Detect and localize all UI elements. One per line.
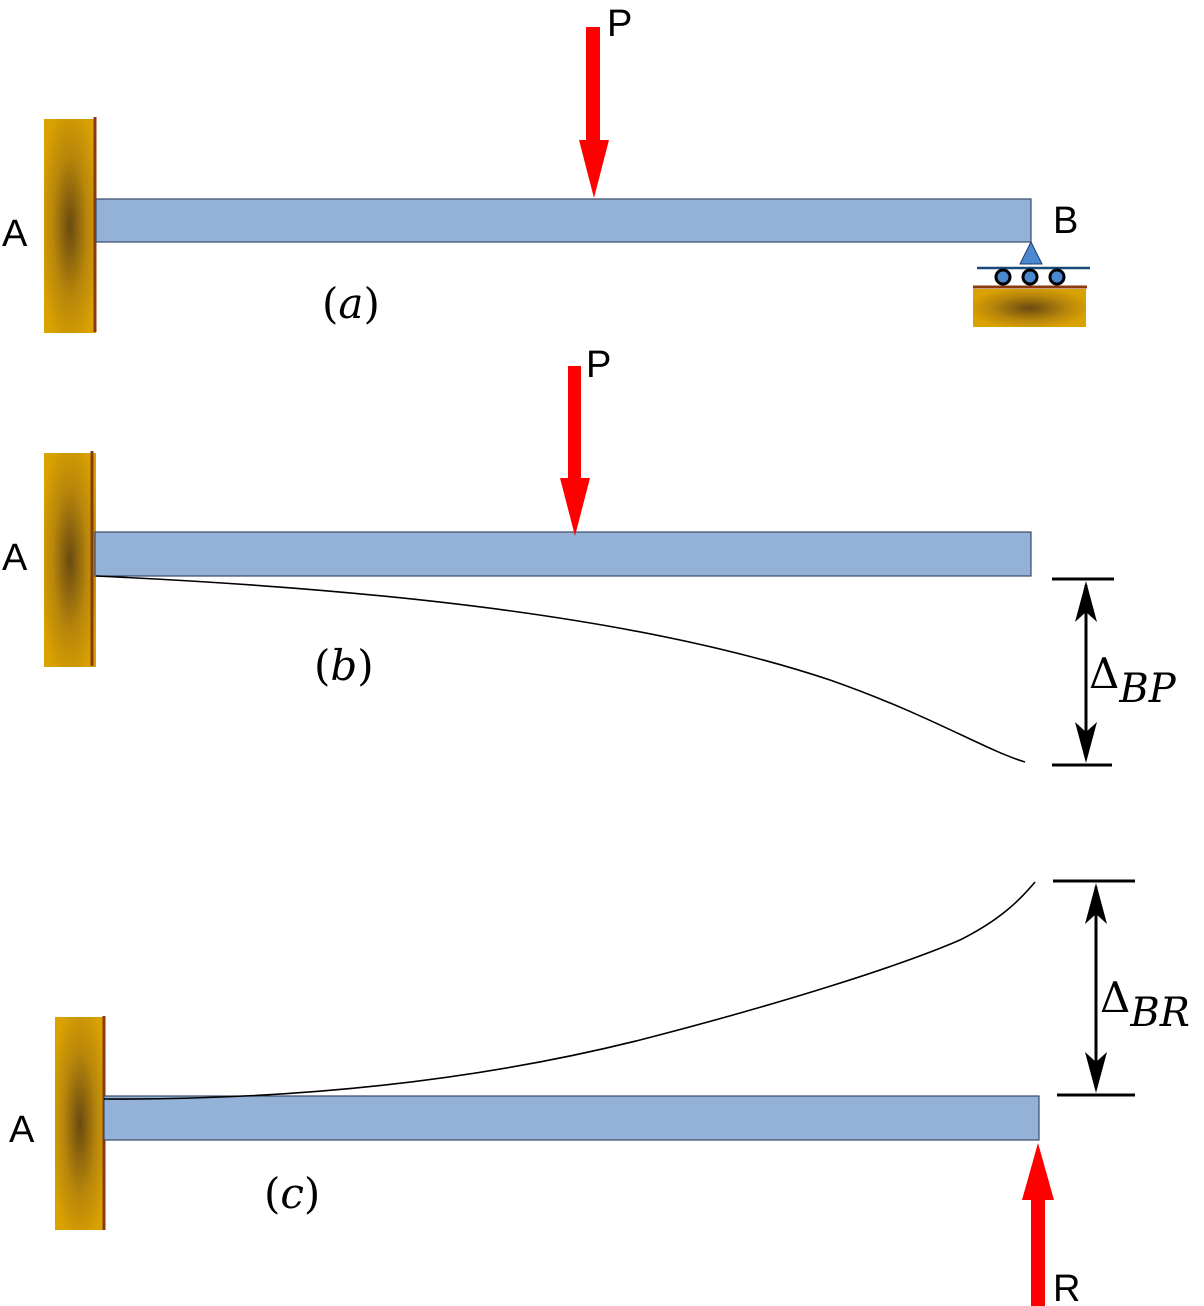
fixed-end-label-a-b: A xyxy=(2,537,28,579)
pin-triangle xyxy=(1019,240,1043,265)
fixed-end-label-a-c: A xyxy=(9,1109,35,1151)
deflected-shape-b xyxy=(95,575,1026,763)
deflected-shape-c xyxy=(103,881,1036,1100)
roller-support-b xyxy=(973,240,1090,327)
load-label-p-a: P xyxy=(607,3,632,45)
beam-b xyxy=(94,531,1032,577)
deflection-dimension-br xyxy=(1053,879,1135,1097)
beam-a xyxy=(95,198,1032,243)
deflection-dimension-bp xyxy=(1052,577,1114,767)
panel-b: P A (b) ΔBP xyxy=(2,344,1177,767)
reaction-arrow-r xyxy=(1022,1143,1054,1306)
fixed-end-label-a: A xyxy=(2,213,28,255)
reaction-label-r: R xyxy=(1053,1268,1080,1306)
fixed-support-b xyxy=(44,453,96,667)
load-arrow-p-a xyxy=(579,27,609,198)
fixed-support-c xyxy=(55,1017,105,1230)
fixed-support-a xyxy=(44,119,96,333)
roller-wheel xyxy=(1021,268,1039,286)
deflection-label-br: ΔBR xyxy=(1100,973,1190,1036)
deflection-label-bp: ΔBP xyxy=(1089,649,1177,712)
load-label-p-b: P xyxy=(586,344,611,386)
caption-b: (b) xyxy=(314,641,374,690)
roller-wheel xyxy=(994,268,1012,286)
load-arrow-p-b xyxy=(560,366,590,536)
roller-end-label-b: B xyxy=(1053,200,1078,242)
panel-a: P A B (a) xyxy=(2,3,1090,333)
roller-wheel xyxy=(1048,268,1066,286)
panel-c: A (c) R ΔBR xyxy=(9,879,1190,1306)
caption-c: (c) xyxy=(264,1169,320,1218)
beam-c xyxy=(103,1095,1040,1141)
roller-ground-block xyxy=(973,289,1086,327)
caption-a: (a) xyxy=(322,279,380,328)
